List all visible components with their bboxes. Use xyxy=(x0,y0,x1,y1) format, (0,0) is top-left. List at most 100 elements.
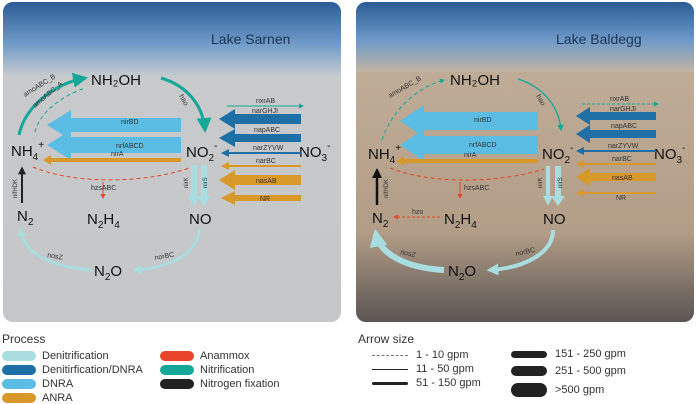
label-nifHDK: nifHDK xyxy=(13,179,19,198)
compound-no: NO xyxy=(189,211,212,228)
legend-item-dnra: DNRA xyxy=(2,377,73,390)
arrow-nirS xyxy=(551,166,565,206)
compound-no2: NO2- xyxy=(186,141,217,164)
arrow-nosZ xyxy=(369,228,445,273)
arrow-anammox-curve xyxy=(389,167,545,181)
size-sample xyxy=(511,366,547,376)
label-hao: hao xyxy=(177,94,189,108)
arrow-NR xyxy=(221,191,301,205)
compound-nh4: NH4+ xyxy=(11,140,44,163)
arrow-amoABC-A xyxy=(34,87,86,133)
legend-size-1: 1 - 10 gpm xyxy=(372,349,469,361)
sky-band xyxy=(356,2,694,72)
compound-n2: N2 xyxy=(372,210,389,230)
legend-arrow-size: Arrow size 1 - 10 gpm 11 - 50 gpm 51 - 1… xyxy=(356,330,696,404)
compound-n2h4: N2H4 xyxy=(87,211,120,231)
label-nirK: nirK xyxy=(538,177,544,188)
legend-item-nitrogen-fixation: Nitrogen fixation xyxy=(160,377,280,390)
arrow-nasAB xyxy=(219,170,301,190)
compound-nh2oh: NH₂OH xyxy=(450,72,500,89)
label-nirA: nirA xyxy=(464,152,477,159)
swatch xyxy=(2,378,36,389)
arrow-napABC xyxy=(219,129,301,147)
swatch xyxy=(2,364,36,375)
arrow-nirBD xyxy=(47,110,181,140)
compound-nh4: NH4+ xyxy=(368,143,401,166)
arrow-nirK xyxy=(187,165,201,206)
size-sample xyxy=(511,350,547,358)
label-hao: hao xyxy=(534,94,546,108)
legend-size-5: 251 - 500 gpm xyxy=(511,364,626,378)
legend-size-title: Arrow size xyxy=(358,332,415,346)
label-nirA: nirA xyxy=(111,151,124,158)
size-sample xyxy=(372,368,408,370)
arrow-narZYVW xyxy=(221,149,301,157)
arrow-nrfABCD xyxy=(47,130,181,160)
legend-item-denitrification: Denitrification xyxy=(2,349,109,362)
label-nrfABCD: nrfABCD xyxy=(116,143,144,150)
label-NR: NR xyxy=(616,195,626,202)
legend-item-anra: ANRA xyxy=(2,391,73,404)
arrow-nirBD xyxy=(400,105,538,137)
sky-band xyxy=(3,2,341,77)
label-nxrAB: nxrAB xyxy=(610,96,629,103)
arrow-napABC xyxy=(576,125,656,143)
arrow-narZYVW xyxy=(576,147,656,155)
swatch xyxy=(160,378,194,389)
compound-n2: N2 xyxy=(17,208,34,228)
compound-no: NO xyxy=(543,211,566,228)
compound-n2o: N2O xyxy=(448,263,476,283)
label-narZYVW: narZYVW xyxy=(608,143,639,150)
label-nrfABCD: nrfABCD xyxy=(469,142,497,149)
swatch xyxy=(2,350,36,361)
arrow-nirA xyxy=(396,156,538,166)
arrow-nirS xyxy=(197,165,211,206)
arrow-narGHJI xyxy=(576,107,656,125)
compound-no3: NO3- xyxy=(654,143,685,166)
panel-lake-baldegg: Lake Baldegg NH₂OH NH4+ NO2- NO3- N2 N2H… xyxy=(356,2,694,322)
panel-title: Lake Baldegg xyxy=(556,31,642,47)
arrow-narBC xyxy=(221,162,301,170)
panel-title: Lake Sarnen xyxy=(211,31,290,47)
swatch xyxy=(2,392,36,403)
panel-lake-sarnen: Lake Sarnen NH₂OH NH4+ NO2- NO3- N2 N2H4… xyxy=(3,2,341,322)
arrow-nasAB xyxy=(576,168,656,186)
arrow-NR xyxy=(576,189,656,197)
lake-baldegg-diagram: Lake Baldegg NH₂OH NH4+ NO2- NO3- N2 N2H… xyxy=(356,2,694,322)
label-nirBD: nirBD xyxy=(474,117,492,124)
size-sample xyxy=(372,381,408,385)
arrow-anammox-curve xyxy=(32,166,190,181)
label-nasAB: nasAB xyxy=(256,178,277,185)
label-nxrAB: nxrAB xyxy=(256,98,275,105)
label-hzo: hzo xyxy=(412,209,423,216)
compound-nh2oh: NH₂OH xyxy=(91,72,141,89)
label-hzsABC: hzsABC xyxy=(464,185,489,192)
legend-size-2: 11 - 50 gpm xyxy=(372,363,474,375)
swatch xyxy=(160,350,194,361)
arrow-norBC xyxy=(486,229,555,276)
compound-no3: NO3- xyxy=(299,141,330,164)
label-napABC: napABC xyxy=(611,123,637,130)
legend-item-nitrification: Nitrification xyxy=(160,363,254,376)
legend-item-denitrification-dnra: Denitirfication/DNRA xyxy=(2,363,143,376)
label-nirBD: nirBD xyxy=(121,119,139,126)
arrow-amoABC-B xyxy=(381,78,445,141)
arrow-amoABC-B xyxy=(17,72,88,136)
label-norBC: norBC xyxy=(515,247,536,258)
label-nosZ: nosZ xyxy=(47,252,64,262)
legend-size-6: >500 gpm xyxy=(511,382,604,398)
arrow-narBC xyxy=(576,160,656,168)
compound-no2: NO2- xyxy=(542,143,573,166)
label-nasAB: nasAB xyxy=(612,175,633,182)
legend-size-3: 51 - 150 gpm xyxy=(372,377,481,389)
legend-size-4: 151 - 250 gpm xyxy=(511,348,626,360)
arrow-narGHJI xyxy=(219,109,301,129)
label-nifHDK: nifHDK xyxy=(384,179,390,198)
legend-process-title: Process xyxy=(2,332,46,346)
arrow-hao xyxy=(160,76,212,133)
label-napABC: napABC xyxy=(254,127,280,134)
size-sample xyxy=(372,354,408,356)
arrow-nirK xyxy=(543,166,553,206)
legend-item-anammox: Anammox xyxy=(160,349,250,362)
label-nirK: nirK xyxy=(184,177,190,188)
